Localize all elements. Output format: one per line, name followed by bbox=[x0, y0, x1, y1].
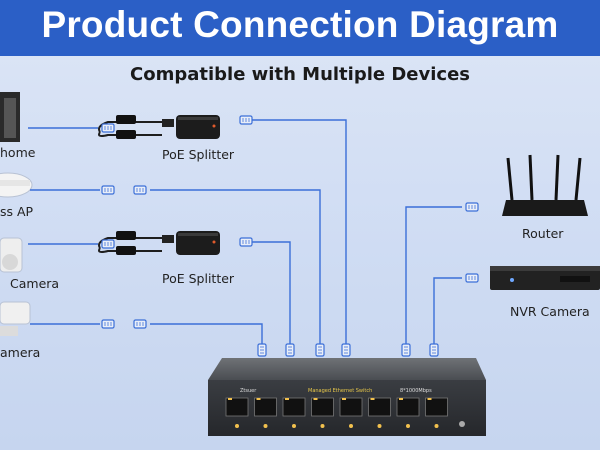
device-wireless-ap bbox=[0, 172, 33, 198]
device-home-camera bbox=[0, 92, 20, 142]
label-router: Router bbox=[522, 226, 564, 241]
port-indicator bbox=[406, 424, 410, 428]
network-switch: Ztsuer Managed Ethernet Switch 8*1000Mbp… bbox=[208, 358, 486, 436]
poe-splitter-1 bbox=[98, 115, 220, 139]
label-camera: amera bbox=[0, 345, 41, 360]
switch-port bbox=[368, 397, 391, 417]
nvr-device bbox=[490, 266, 600, 290]
port-led bbox=[342, 398, 346, 400]
label-ptz-camera: Camera bbox=[10, 276, 60, 291]
port-indicator bbox=[292, 424, 296, 428]
port-indicator bbox=[235, 424, 239, 428]
label-nvr: NVR Camera bbox=[510, 304, 590, 319]
port-indicator bbox=[434, 424, 439, 428]
switch-port bbox=[225, 397, 249, 417]
port-indicator bbox=[263, 424, 268, 428]
switch-port bbox=[311, 397, 334, 417]
port-led bbox=[313, 398, 318, 400]
port-led bbox=[399, 398, 403, 400]
page-title: Product Connection Diagram bbox=[41, 4, 559, 45]
switch-port bbox=[254, 397, 277, 417]
switch-port bbox=[339, 397, 363, 417]
port-led bbox=[427, 398, 432, 400]
port-led bbox=[228, 398, 232, 400]
port-indicator bbox=[377, 424, 382, 428]
switch-port bbox=[282, 397, 306, 417]
port-indicator bbox=[320, 424, 325, 428]
device-ptz-camera bbox=[0, 237, 23, 273]
switch-port bbox=[396, 397, 420, 417]
switch-speed: 8*1000Mbps bbox=[400, 388, 432, 394]
switch-model: Managed Ethernet Switch bbox=[308, 388, 372, 394]
device-bullet-camera bbox=[0, 301, 31, 336]
label-splitter-2: PoE Splitter bbox=[162, 271, 235, 286]
port-led bbox=[370, 398, 375, 400]
label-home: home bbox=[0, 145, 36, 160]
label-splitter-1: PoE Splitter bbox=[162, 147, 235, 162]
router-device bbox=[502, 154, 588, 216]
switch-brand: Ztsuer bbox=[240, 388, 257, 394]
cables bbox=[28, 119, 462, 345]
switch-port bbox=[425, 397, 448, 417]
port-led bbox=[285, 398, 289, 400]
poe-splitter-2 bbox=[98, 231, 220, 255]
port-led bbox=[256, 398, 261, 400]
page-subtitle: Compatible with Multiple Devices bbox=[130, 64, 470, 85]
switch-ports bbox=[225, 397, 448, 428]
label-ap: ss AP bbox=[0, 204, 34, 219]
port-indicator bbox=[349, 424, 353, 428]
title-banner: Product Connection Diagram bbox=[0, 0, 600, 56]
